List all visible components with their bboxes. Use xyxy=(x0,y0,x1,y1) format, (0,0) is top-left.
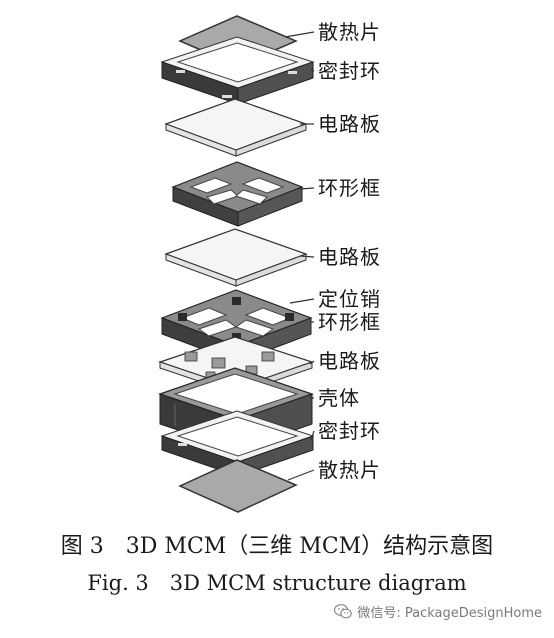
watermark: 微信号: PackageDesignHome xyxy=(334,602,542,621)
layer-ring-frame-1 xyxy=(171,161,304,227)
layer-seal-ring-top xyxy=(160,36,315,105)
label-heat-sink-top: 散热片 xyxy=(318,20,381,44)
wechat-icon xyxy=(334,604,353,619)
layer-circuit-board-2 xyxy=(164,228,308,287)
figure-caption-chinese: 图 3 3D MCM（三维 MCM）结构示意图 xyxy=(60,534,494,559)
label-circuit-board-3: 电路板 xyxy=(318,349,381,373)
figure-caption-english: Fig. 3 3D MCM structure diagram xyxy=(87,571,467,595)
label-circuit-board-2: 电路板 xyxy=(318,245,381,269)
label-ring-frame-1: 环形框 xyxy=(318,176,381,200)
label-ring-frame-2: 环形框 xyxy=(318,310,381,334)
mcm-exploded-diagram xyxy=(158,15,315,513)
layer-seal-ring-bottom xyxy=(160,410,315,477)
label-housing: 壳体 xyxy=(318,386,360,410)
leader-lines xyxy=(284,31,315,481)
label-heat-sink-bottom: 散热片 xyxy=(318,458,381,482)
label-locating-pin: 定位销 xyxy=(318,287,381,311)
layer-ring-frame-2 xyxy=(160,289,313,363)
label-seal-ring-top: 密封环 xyxy=(318,59,381,83)
watermark-text: 微信号: PackageDesignHome xyxy=(357,606,542,621)
label-circuit-board-1: 电路板 xyxy=(318,112,381,136)
label-seal-ring-bottom: 密封环 xyxy=(318,419,381,443)
layer-heat-sink-bottom xyxy=(178,459,298,513)
layer-circuit-board-1 xyxy=(164,98,308,157)
